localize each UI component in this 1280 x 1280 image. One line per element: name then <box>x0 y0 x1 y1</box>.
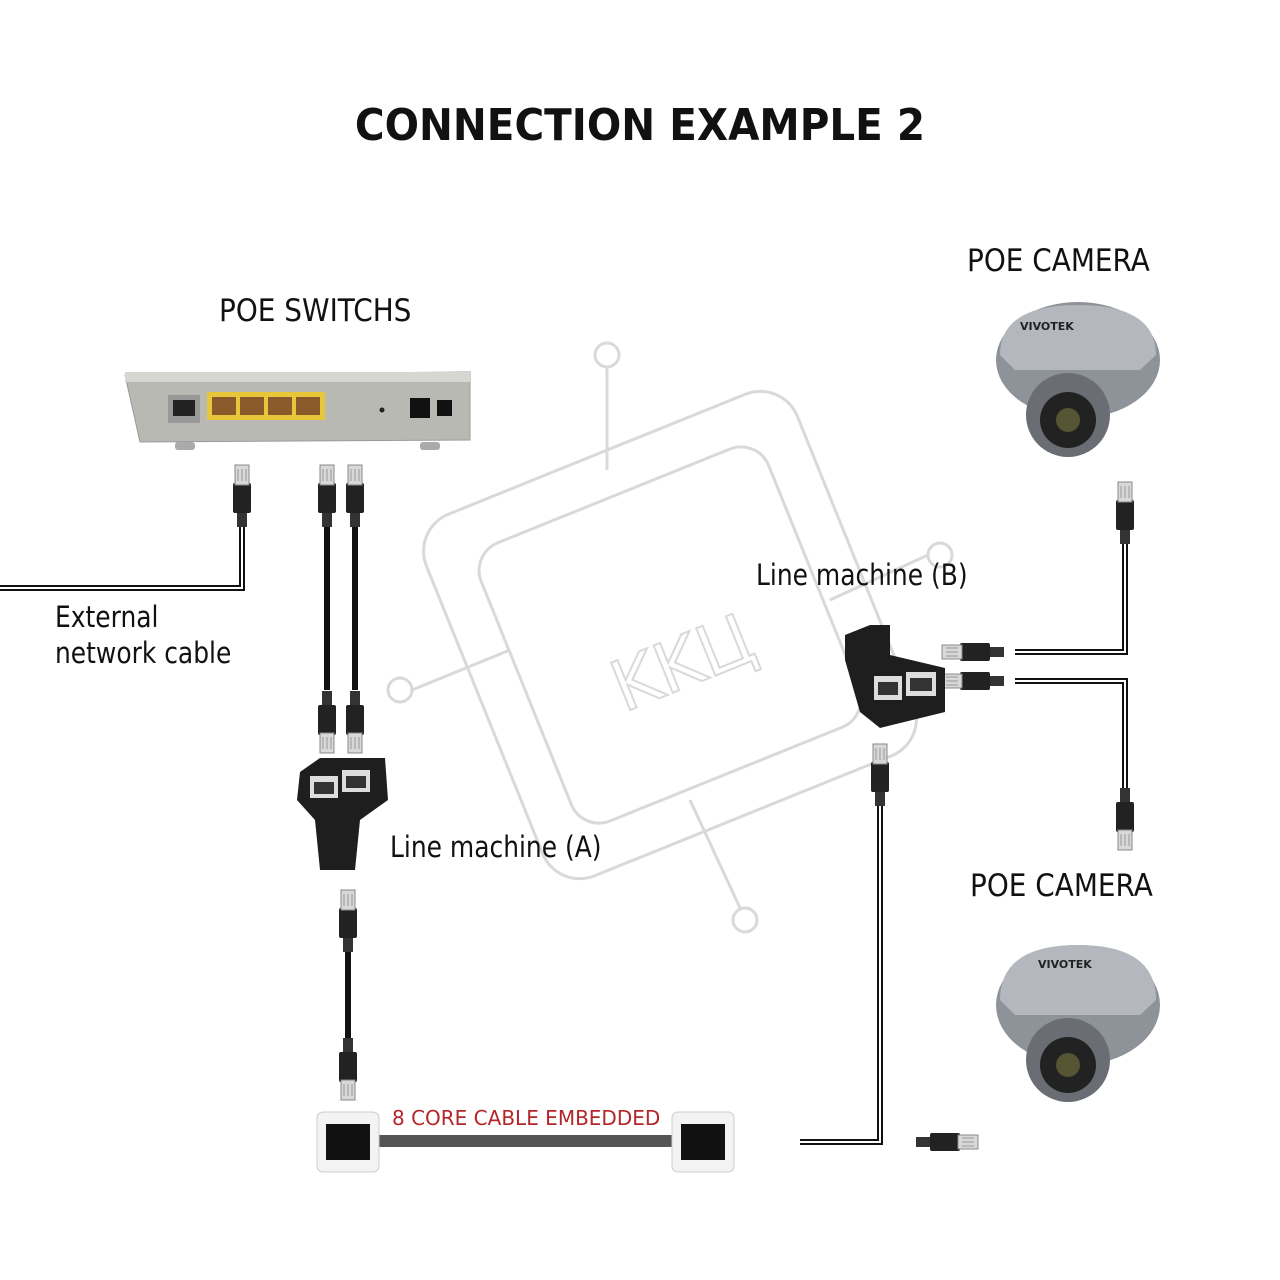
camera-brand-logo: VIVOTEK <box>1038 958 1092 971</box>
diagram-title: CONNECTION EXAMPLE 2 <box>354 100 926 151</box>
cable-embedded-label: 8 CORE CABLE EMBEDDED <box>392 1106 661 1130</box>
camera-bottom-label: POE CAMERA <box>970 868 1153 904</box>
poe-camera-top: VIVOTEK <box>996 302 1160 457</box>
line-machine-a <box>297 758 388 870</box>
external-cable-label-line1: External <box>55 600 159 634</box>
svg-text:KKЦ: KKЦ <box>599 598 765 729</box>
switch-label: POE SWITCHS <box>219 293 412 329</box>
camera-top-label: POE CAMERA <box>967 243 1150 279</box>
cables <box>0 520 1128 1145</box>
wall-plates <box>316 1111 735 1173</box>
poe-camera-bottom: VIVOTEK <box>996 945 1160 1102</box>
camera-brand-logo: VIVOTEK <box>1020 320 1074 333</box>
external-cable-label-line2: network cable <box>55 636 232 670</box>
line-machine-b <box>845 625 945 728</box>
line-machine-a-label: Line machine (A) <box>390 830 602 864</box>
line-machine-b-label: Line machine (B) <box>756 558 968 592</box>
poe-switch <box>124 371 471 450</box>
